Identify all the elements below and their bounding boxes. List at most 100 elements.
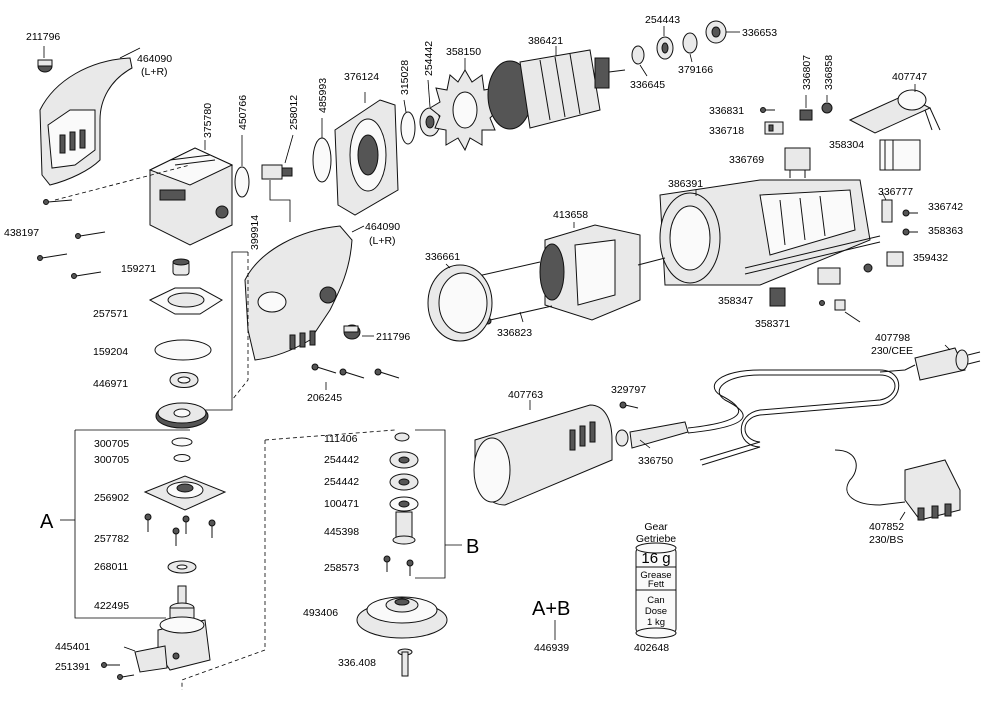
label-300705-lower: 300705 <box>94 454 129 466</box>
label-315028: 315028 <box>399 60 411 95</box>
motor-housing-386391 <box>659 179 881 286</box>
label-336408: 336.408 <box>338 657 376 669</box>
label-336718: 336718 <box>709 125 744 137</box>
group-labels: A B A+B <box>40 511 570 620</box>
washer-300705-lower <box>173 454 191 462</box>
label-159204: 159204 <box>93 346 128 358</box>
label-258012: 258012 <box>288 95 300 130</box>
label-358371: 358371 <box>755 318 790 330</box>
label-485993: 485993 <box>317 78 329 113</box>
label-336750: 336750 <box>638 455 673 467</box>
brush-holder-358347 <box>817 267 841 285</box>
ring-450766 <box>234 166 250 198</box>
screws-206245 <box>311 363 400 379</box>
label-407747: 407747 <box>892 71 927 83</box>
grease-title-line2: Getriebe <box>636 533 676 545</box>
brush-336807 <box>799 109 813 121</box>
screw-358363 <box>902 228 918 236</box>
lock-sleeve <box>157 616 211 671</box>
label-254442-b2: 254442 <box>324 476 359 488</box>
ring-336661 <box>427 264 493 342</box>
label-329797: 329797 <box>611 384 646 396</box>
clip-small <box>834 299 861 323</box>
label-257571: 257571 <box>93 308 128 320</box>
handle-cover-407763 <box>473 404 613 506</box>
label-336661: 336661 <box>425 251 460 263</box>
screw-336408 <box>397 648 413 677</box>
oring-485993 <box>312 137 332 183</box>
group-ab-label: A+B <box>532 598 570 620</box>
screw-long-lower-336823 <box>484 305 553 325</box>
label-413658: 413658 <box>553 209 588 221</box>
guard-464090-mid <box>244 225 353 361</box>
clip-445401 <box>134 645 168 673</box>
cable-358304 <box>879 139 921 171</box>
label-493406: 493406 <box>303 607 338 619</box>
washer-268011 <box>167 560 197 574</box>
label-257782: 257782 <box>94 533 129 545</box>
backing-pad-493406 <box>356 596 448 639</box>
power-cord-407852 <box>834 449 961 521</box>
knob-211796-mid <box>343 324 361 340</box>
group-b-label: B <box>466 536 479 558</box>
screw-small <box>819 300 825 306</box>
nut <box>863 263 873 273</box>
label-464090-top: 464090 <box>137 53 172 65</box>
cord-sleeve-336750 <box>615 421 689 449</box>
label-336742: 336742 <box>928 201 963 213</box>
grease-weight: 16 g <box>641 550 670 567</box>
label-100471: 100471 <box>324 498 359 510</box>
washer-100471 <box>389 496 419 512</box>
label-376124: 376124 <box>344 71 379 83</box>
label-336858: 336858 <box>823 55 835 90</box>
label-254442-b1: 254442 <box>324 454 359 466</box>
label-445401: 445401 <box>55 641 90 653</box>
flange-256902 <box>143 475 227 511</box>
spindle-258012 <box>261 164 293 180</box>
screw-438197 <box>37 199 106 279</box>
label-464090-mid-note: (L+R) <box>369 235 396 247</box>
label-254443: 254443 <box>645 14 680 26</box>
label-336653: 336653 <box>742 27 777 39</box>
guard-464090-top <box>39 57 133 186</box>
suppressor-336769 <box>784 147 811 178</box>
label-251391: 251391 <box>55 661 90 673</box>
gasket-257571 <box>148 287 223 315</box>
label-359432: 359432 <box>913 252 948 264</box>
grease-title-line1: Gear <box>644 521 668 533</box>
label-464090-mid: 464090 <box>365 221 400 233</box>
bearing-254442-b2 <box>389 473 419 491</box>
label-358347: 358347 <box>718 295 753 307</box>
knob-211796-top <box>37 59 53 73</box>
label-358150: 358150 <box>446 46 481 58</box>
spindle-422495 <box>169 585 195 619</box>
label-407852-note: 230/BS <box>869 534 903 546</box>
part-labels: 211796 464090 (L+R) 375780 450766 258012… <box>4 14 963 673</box>
terminal-359432 <box>886 251 904 267</box>
screws-251391 <box>101 662 135 680</box>
label-445398: 445398 <box>324 526 359 538</box>
label-407763: 407763 <box>508 389 543 401</box>
bearing-254442-b1 <box>389 451 419 469</box>
screws-257782 <box>144 513 216 546</box>
switch-407747 <box>848 89 941 134</box>
ring-111406 <box>394 432 410 442</box>
grease-can-labels: Gear Getriebe 16 g Grease Fett Can Dose … <box>636 521 676 628</box>
label-379166: 379166 <box>678 64 713 76</box>
spring-336858 <box>821 102 833 114</box>
gear-head-375780 <box>148 147 234 246</box>
bushing-159271 <box>172 258 190 276</box>
label-336777: 336777 <box>878 186 913 198</box>
label-336831: 336831 <box>709 105 744 117</box>
label-159271: 159271 <box>121 263 156 275</box>
grease-label-5: 1 kg <box>647 617 665 628</box>
screw-329797 <box>619 401 639 409</box>
label-386421: 386421 <box>528 35 563 47</box>
brush-358371 <box>769 287 786 307</box>
label-446971: 446971 <box>93 378 128 390</box>
label-256902: 256902 <box>94 492 129 504</box>
label-358363: 358363 <box>928 225 963 237</box>
label-450766: 450766 <box>237 95 249 130</box>
oring-159204 <box>154 339 212 361</box>
